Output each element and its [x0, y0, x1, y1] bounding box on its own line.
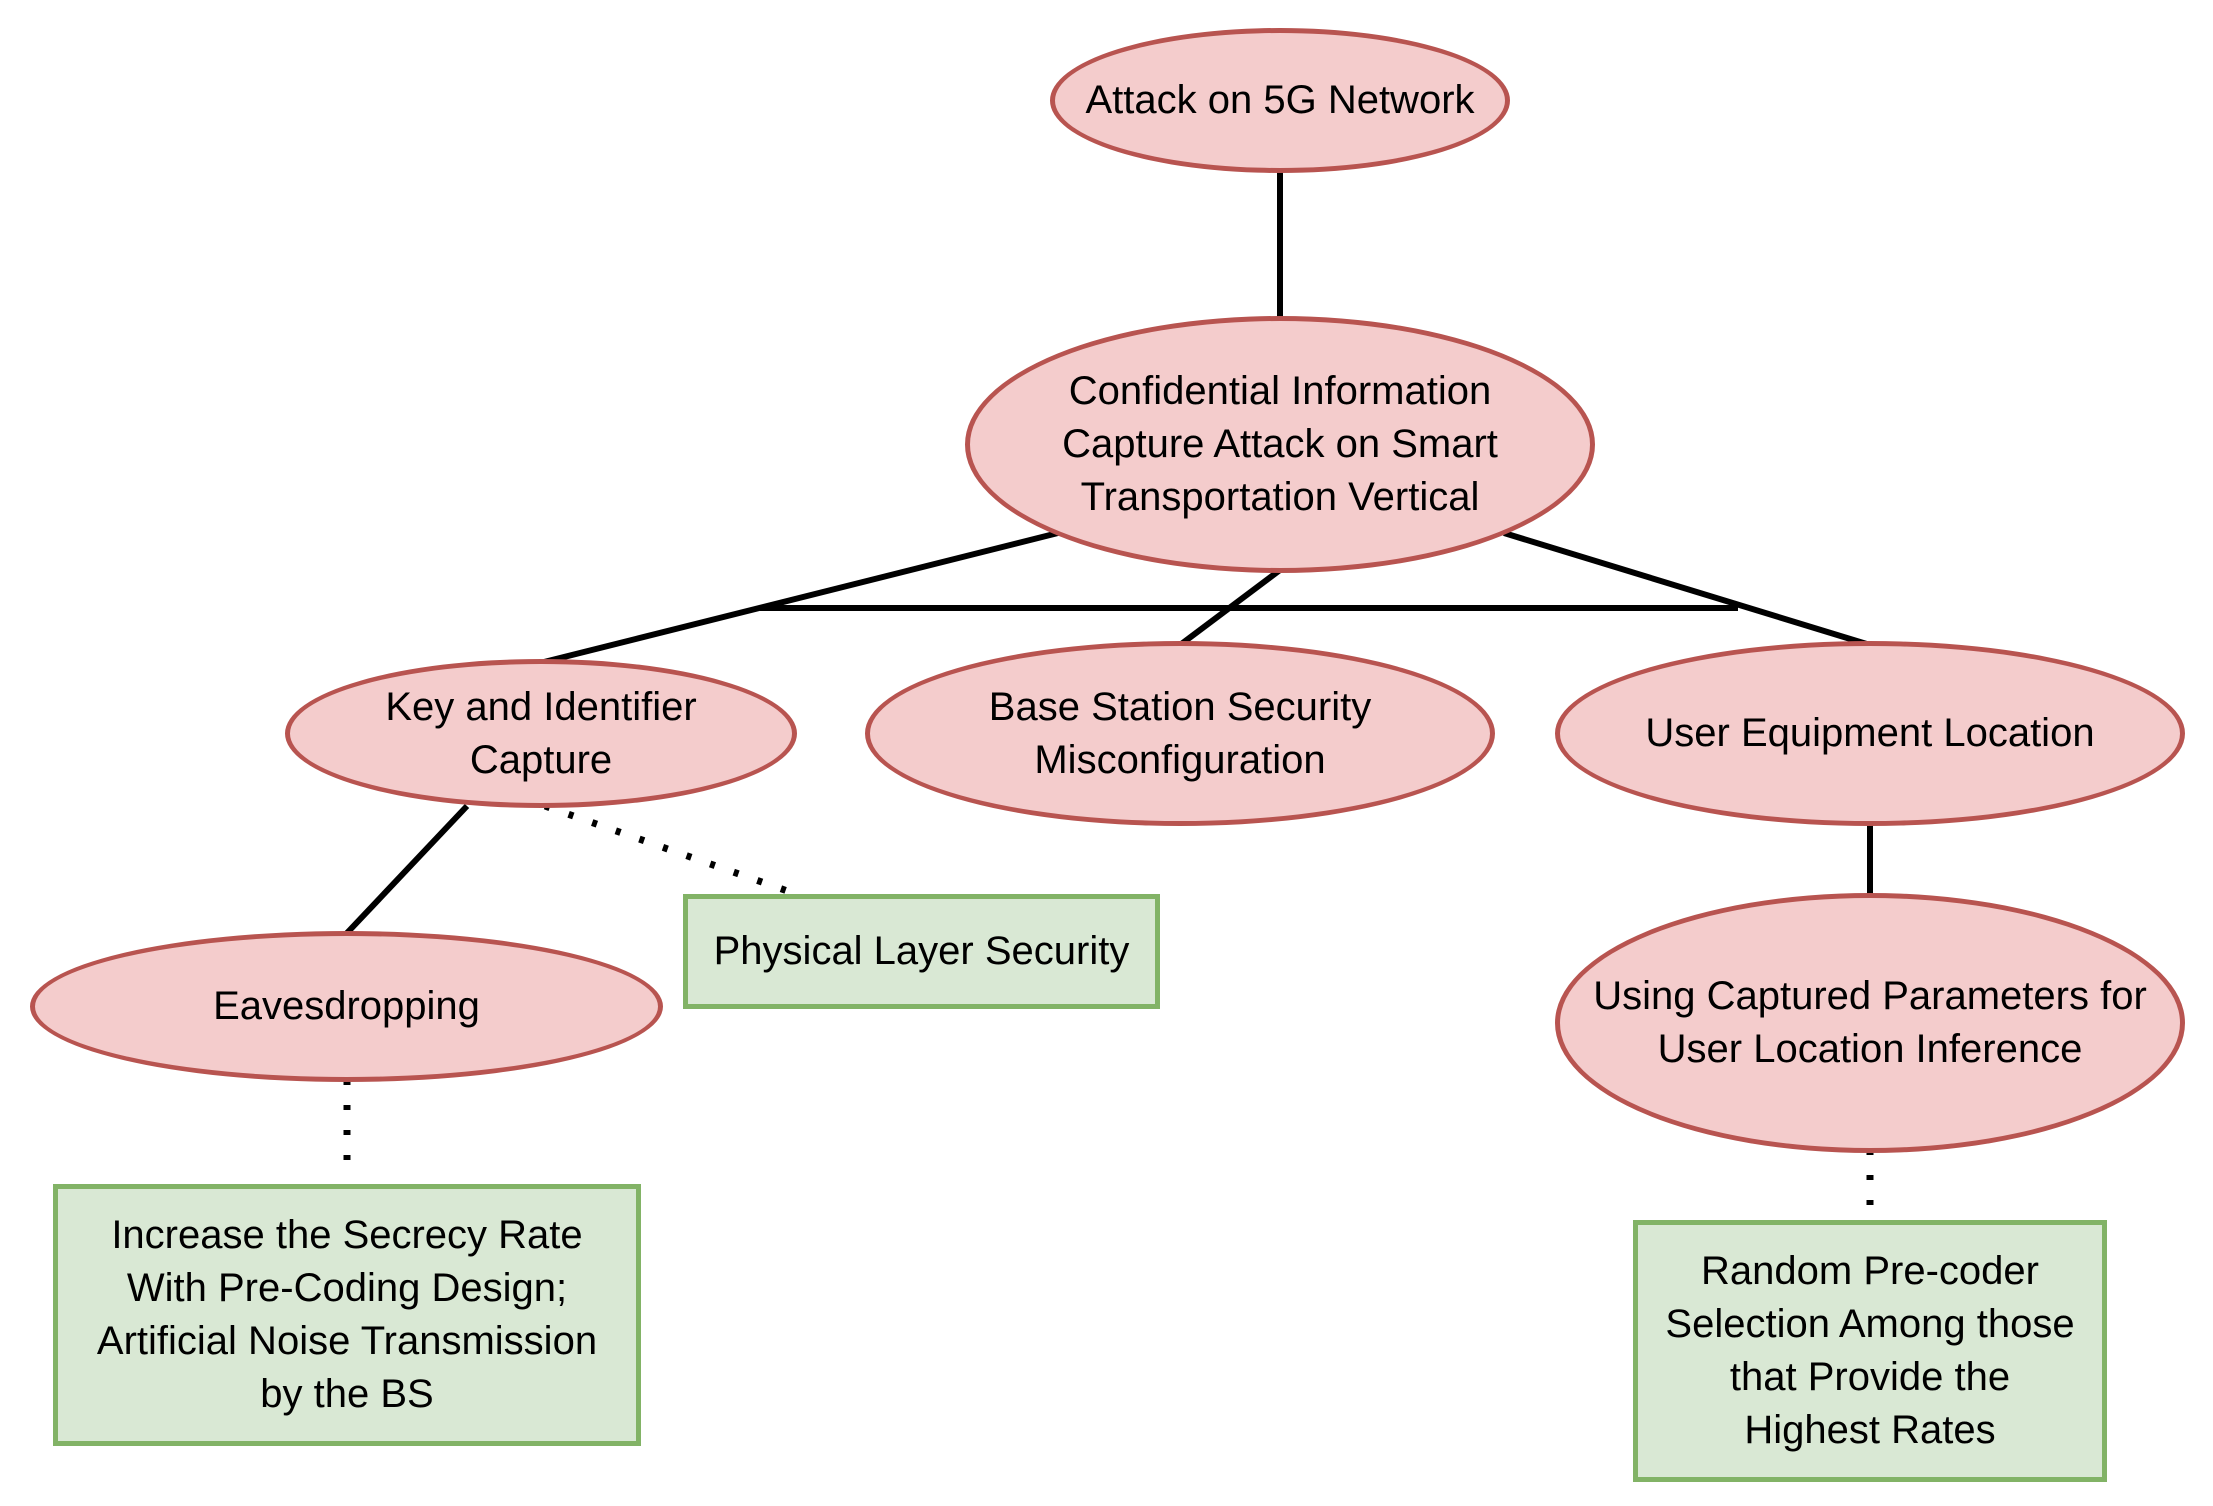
node-captured-parameters-location-inference-label: Using Captured Parameters for User Locat…	[1593, 974, 2147, 1071]
node-base-station-security-misconfiguration-label: Base Station Security Misconfiguration	[988, 684, 1372, 782]
node-user-equipment-location-label: User Equipment Location	[1645, 711, 2095, 755]
edge-kic-to-pls	[543, 802, 798, 898]
node-eavesdropping: Eavesdropping	[30, 931, 663, 1082]
node-physical-layer-security: Physical Layer Security	[683, 894, 1160, 1009]
node-key-and-identifier-capture-label: Key and Identifier Capture	[385, 684, 697, 782]
node-confidential-information-capture: Confidential Information Capture Attack …	[965, 316, 1595, 573]
node-random-precoder-selection-label: Random Pre-coder Selection Among those t…	[1665, 1249, 2075, 1452]
node-physical-layer-security-label: Physical Layer Security	[713, 929, 1130, 973]
node-confidential-information-capture-label: Confidential Information Capture Attack …	[1062, 369, 1498, 519]
node-random-precoder-selection: Random Pre-coder Selection Among those t…	[1633, 1220, 2107, 1482]
node-eavesdropping-label: Eavesdropping	[213, 984, 480, 1028]
node-key-and-identifier-capture: Key and Identifier Capture	[285, 659, 797, 808]
edge-cic-to-uel	[1503, 530, 1871, 648]
node-attack-on-5g-network: Attack on 5G Network	[1050, 28, 1510, 173]
edge-cic-to-kic	[539, 530, 1059, 666]
edge-kic-to-eav	[344, 803, 470, 936]
node-base-station-security-misconfiguration: Base Station Security Misconfiguration	[865, 641, 1495, 826]
node-increase-secrecy-rate: Increase the Secrecy Rate With Pre-Codin…	[53, 1184, 641, 1446]
node-user-equipment-location: User Equipment Location	[1555, 641, 2185, 826]
node-captured-parameters-location-inference: Using Captured Parameters for User Locat…	[1555, 893, 2185, 1153]
node-attack-on-5g-network-label: Attack on 5G Network	[1085, 78, 1475, 122]
node-increase-secrecy-rate-label: Increase the Secrecy Rate With Pre-Codin…	[96, 1213, 598, 1416]
